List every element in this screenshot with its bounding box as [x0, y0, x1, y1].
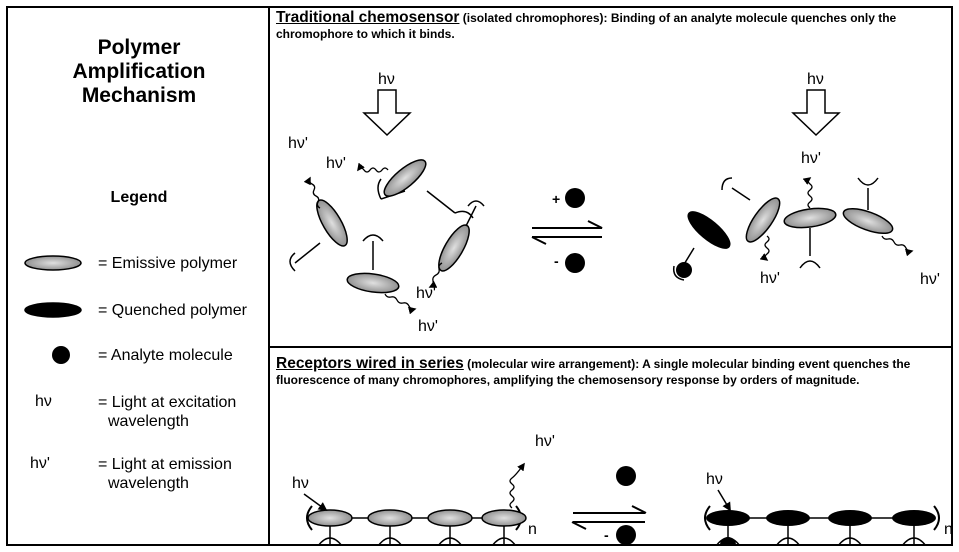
legend-emissive-label: = Emissive polymer: [98, 255, 238, 272]
legend-symbols: [24, 255, 82, 364]
legend-hv-symbol: hν: [35, 393, 52, 410]
analyte-molecule: [616, 466, 636, 486]
emissive-chromophore: [377, 159, 474, 219]
panel-title: Polymer Amplification Mechanism: [8, 36, 270, 108]
emission-wave: [759, 235, 770, 261]
title-line-3: Mechanism: [81, 84, 197, 107]
top-heading-description: (isolated chromophores): Binding of an a…: [276, 11, 897, 41]
emissive-chromophore: [289, 199, 348, 272]
repeat-n-label: n: [528, 521, 537, 538]
hv-prime-label: hν': [535, 433, 555, 450]
analyte-molecule: [565, 188, 585, 208]
emission-wave: [303, 176, 321, 209]
analyte-molecule: [565, 253, 585, 273]
legend-hvp-symbol: hν': [30, 455, 50, 472]
legend-hvp-line-1: = Light at emission: [98, 456, 232, 473]
emissive-chromophore: [438, 200, 485, 272]
emission-wave: [357, 162, 389, 173]
emissive-chromophore: [842, 177, 894, 235]
emissive-polymer-chain: [306, 505, 527, 546]
traditional-diagram: hν hν: [288, 71, 940, 335]
emission-wave: [428, 262, 443, 288]
hv-label-right: hν: [807, 71, 824, 88]
legend-hv-line-2: wavelength: [108, 413, 189, 430]
excitation-arrow-right: [791, 89, 841, 137]
bound-analyte: [676, 262, 692, 278]
quenched-polymer-chain: [704, 505, 940, 546]
legend-quenched-label: = Quenched polymer: [98, 302, 247, 319]
hv-label: hν: [706, 471, 723, 488]
bottom-heading-description: (molecular wire arrangement): A single m…: [276, 357, 911, 387]
legend-hvp-line-2: wavelength: [108, 475, 189, 492]
bottom-heading-title: Receptors wired in series: [276, 355, 464, 372]
legend-emissive-symbol: [24, 255, 82, 271]
legend-hv-line-1: = Light at excitation: [98, 394, 237, 411]
legend-quenched-symbol: [24, 302, 82, 318]
excitation-arrow: [717, 489, 731, 512]
traditional-chemosensor-panel: Traditional chemosensor (isolated chromo…: [270, 8, 951, 348]
emissive-chromophore: [783, 207, 837, 269]
plus-sign: +: [552, 191, 560, 207]
emission-wave: [802, 177, 813, 209]
hv-prime-label: hν': [760, 270, 780, 287]
hv-prime-label: hν': [801, 150, 821, 167]
analyte-molecule: [616, 525, 636, 545]
emissive-chromophore: [721, 177, 781, 243]
legend-panel: Polymer Amplification Mechanism Legend =…: [8, 8, 270, 544]
bottom-heading: Receptors wired in series (molecular wir…: [276, 356, 951, 388]
emissive-chromophore: [346, 234, 400, 294]
emission-wave: [509, 462, 525, 509]
hv-label-left: hν: [378, 71, 395, 88]
emission-wave: [384, 293, 417, 315]
hv-prime-label: hν': [920, 271, 940, 288]
legend-title: Legend: [110, 189, 168, 206]
quenched-chromophore: [672, 211, 731, 281]
hv-prime-label: hν': [418, 318, 438, 335]
legend-analyte-label: = Analyte molecule: [98, 347, 233, 364]
receptors-in-series-panel: Receptors wired in series (molecular wir…: [270, 348, 953, 546]
molecular-wire-diagram: n hν hν' -: [292, 433, 953, 546]
top-heading-title: Traditional chemosensor: [276, 9, 460, 26]
top-heading: Traditional chemosensor (isolated chromo…: [276, 10, 951, 42]
excitation-arrow-left: [362, 89, 412, 137]
hv-prime-label: hν': [416, 285, 436, 302]
hv-prime-label: hν': [326, 155, 346, 172]
minus-sign: -: [554, 253, 559, 269]
minus-sign: -: [604, 527, 609, 543]
emission-wave: [881, 235, 914, 257]
title-line-1: Polymer: [97, 36, 181, 59]
title-line-2: Amplification: [72, 60, 206, 83]
bound-analyte: [720, 537, 736, 546]
figure-frame: Polymer Amplification Mechanism Legend =…: [6, 6, 953, 546]
excitation-arrow: [303, 493, 328, 512]
hv-label: hν: [292, 475, 309, 492]
hv-prime-label: hν': [288, 135, 308, 152]
legend-analyte-symbol: [52, 346, 70, 364]
repeat-n-label: n: [944, 521, 953, 538]
